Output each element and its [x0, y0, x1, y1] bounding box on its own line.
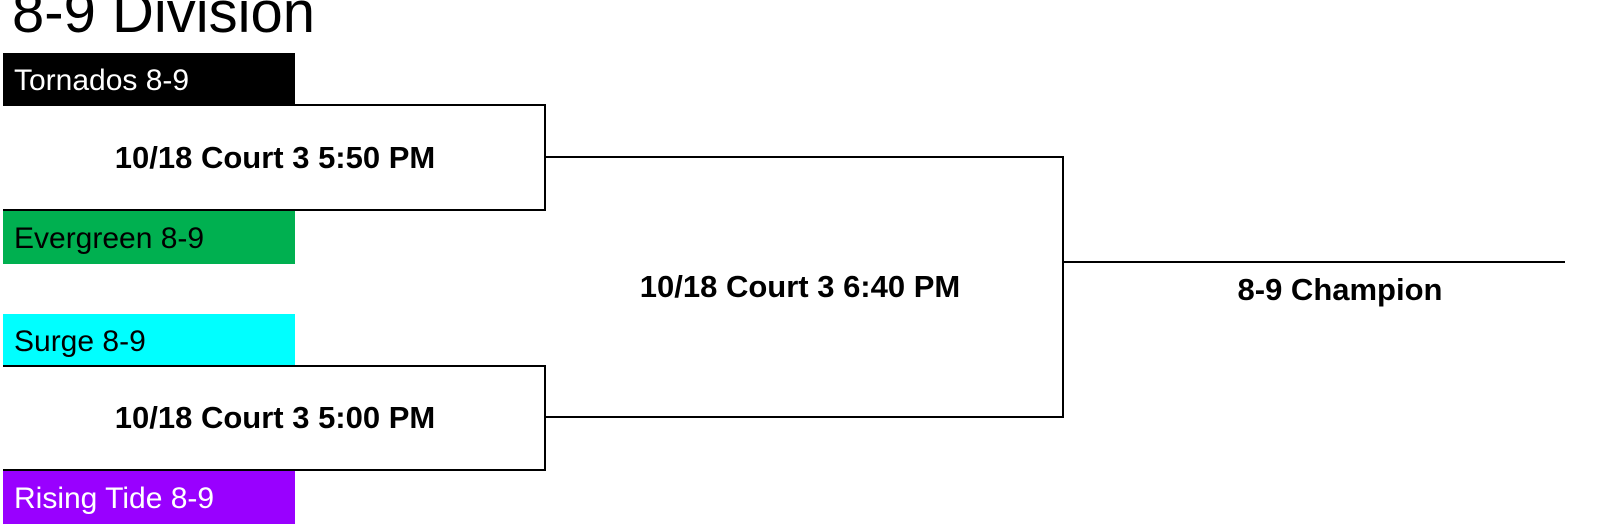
champion-line: [1062, 261, 1565, 263]
team-evergreen: Evergreen 8-9: [3, 211, 295, 264]
champion-label: 8-9 Champion: [1237, 272, 1443, 307]
semifinal-bottom-game: 10/18 Court 3 5:00 PM: [114, 400, 436, 435]
final-line-upper: [544, 156, 1064, 158]
bracket-line-bottom-vertical: [544, 365, 546, 471]
bracket-line-top-upper: [3, 104, 546, 106]
bracket-line-bottom-upper: [3, 365, 546, 367]
final-line-vertical: [1062, 156, 1064, 418]
bracket-line-bottom-lower: [3, 469, 546, 471]
final-game: 10/18 Court 3 6:40 PM: [639, 269, 961, 304]
team-rising-tide: Rising Tide 8-9: [3, 471, 295, 524]
team-tornados: Tornados 8-9: [3, 53, 295, 106]
semifinal-top-game: 10/18 Court 3 5:50 PM: [114, 140, 436, 175]
bracket-line-top-lower: [3, 209, 546, 211]
final-line-lower: [544, 416, 1064, 418]
team-surge: Surge 8-9: [3, 314, 295, 367]
division-title: 8-9 Division: [12, 0, 315, 45]
